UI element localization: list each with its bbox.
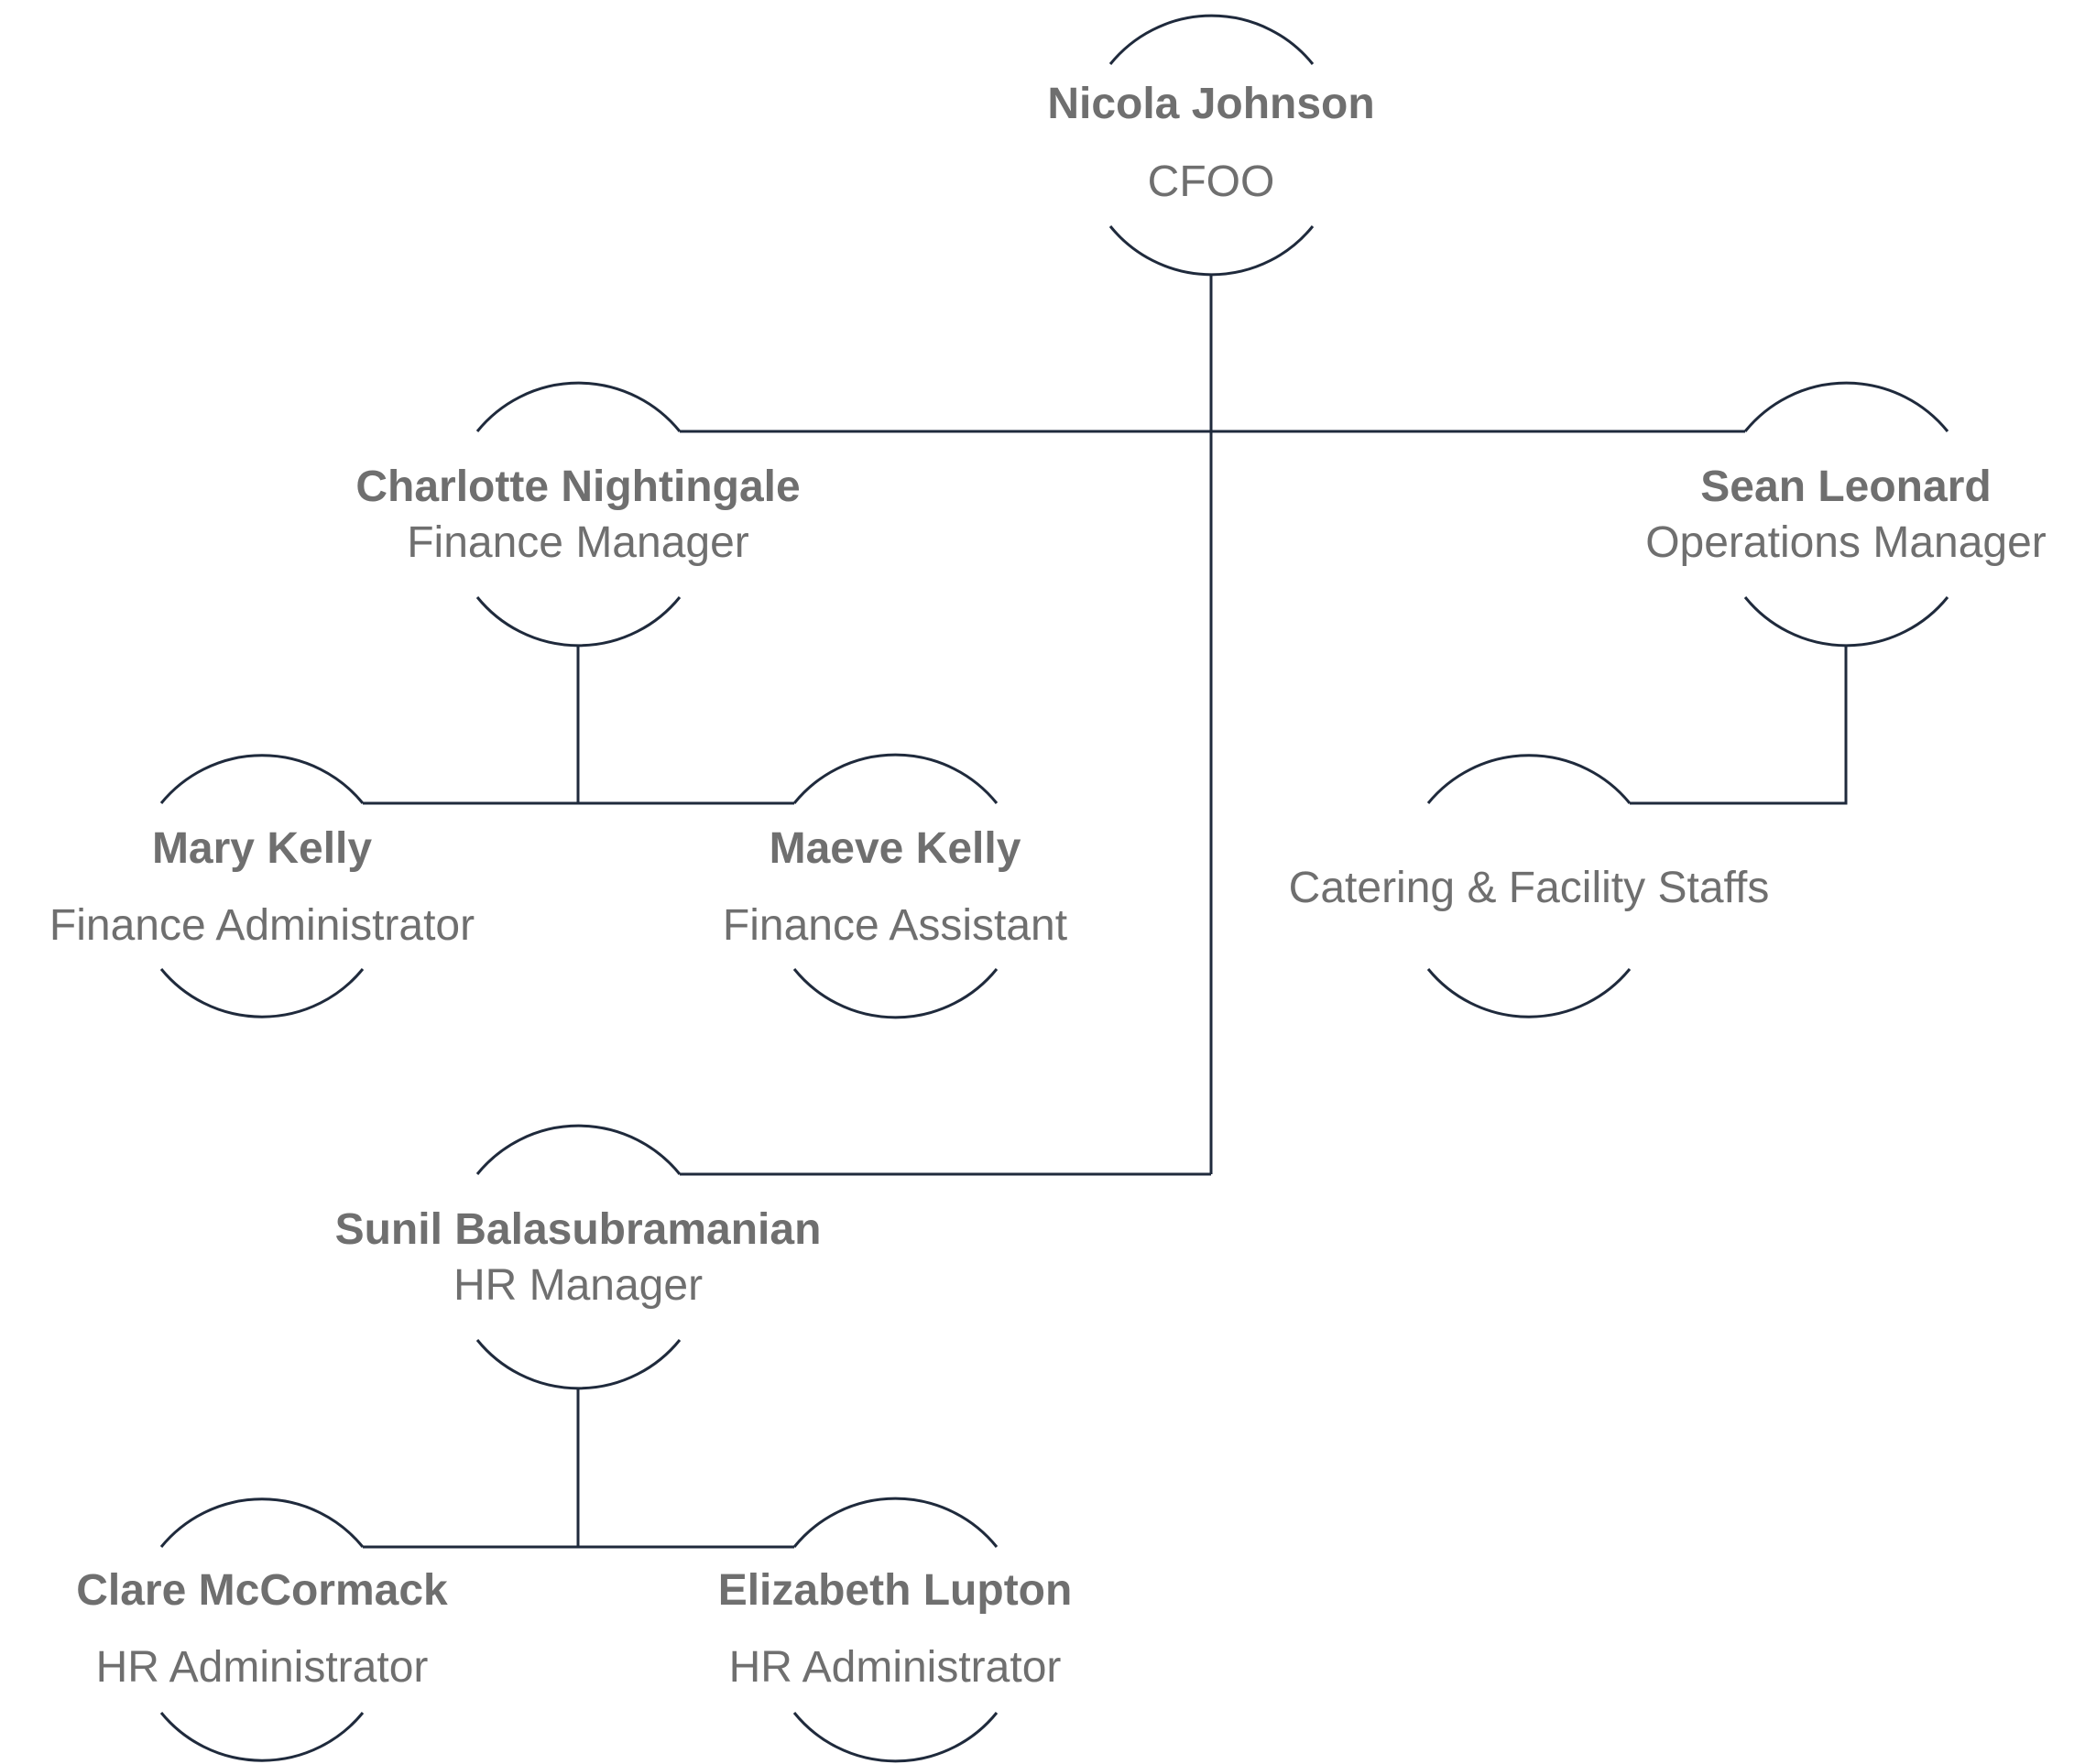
node-arc-bottom — [1108, 225, 1315, 277]
node-arc-top — [159, 1497, 365, 1548]
connector-sean-to-catering — [1630, 646, 1848, 805]
node-name: Sunil Balasubramanian — [335, 1205, 822, 1254]
node-arc-top — [792, 1497, 999, 1548]
node-maeve: Maeve Kelly Finance Assistant — [723, 753, 1067, 1019]
node-arc-top — [159, 754, 365, 804]
connectors — [363, 275, 1848, 1549]
node-mary: Mary Kelly Finance Administrator — [49, 754, 475, 1018]
node-role: Catering & Facility Staffs — [1289, 864, 1770, 912]
node-arc-bottom — [1426, 968, 1632, 1018]
node-role: HR Administrator — [729, 1643, 1062, 1692]
node-arc-bottom — [475, 596, 682, 648]
node-name: Elizabeth Lupton — [718, 1566, 1073, 1615]
node-arc-top — [475, 381, 682, 432]
node-role: Operations Manager — [1645, 518, 2047, 567]
node-role: Finance Administrator — [49, 901, 475, 950]
node-elizabeth: Elizabeth Lupton HR Administrator — [718, 1497, 1073, 1763]
node-role: CFOO — [1148, 158, 1275, 206]
node-arc-top — [475, 1124, 682, 1175]
node-arc-top — [1108, 14, 1315, 65]
node-arc-top — [792, 753, 999, 804]
node-arc-top — [1743, 381, 1949, 432]
node-charlotte: Charlotte Nightingale Finance Manager — [355, 381, 801, 648]
node-arc-bottom — [792, 1712, 999, 1763]
node-nicola: Nicola Johnson CFOO — [1047, 14, 1375, 277]
node-clare: Clare McCormack HR Administrator — [76, 1497, 448, 1762]
node-arc-bottom — [792, 968, 999, 1019]
node-arc-bottom — [1743, 596, 1949, 648]
node-role: HR Manager — [453, 1261, 703, 1310]
node-arc-bottom — [159, 968, 365, 1018]
node-name: Nicola Johnson — [1047, 80, 1374, 128]
node-arc-top — [1426, 754, 1632, 804]
node-sunil: Sunil Balasubramanian HR Manager — [335, 1124, 822, 1390]
node-role: Finance Manager — [407, 518, 749, 567]
node-arc-bottom — [475, 1339, 682, 1390]
node-role: Finance Assistant — [723, 901, 1067, 950]
node-catering: Catering & Facility Staffs — [1289, 754, 1770, 1018]
node-name: Mary Kelly — [152, 824, 372, 873]
node-name: Sean Leonard — [1700, 463, 1991, 511]
node-name: Clare McCormack — [76, 1566, 448, 1615]
node-name: Charlotte Nightingale — [355, 463, 800, 511]
node-arc-bottom — [159, 1712, 365, 1762]
node-name: Maeve Kelly — [770, 824, 1021, 873]
node-role: HR Administrator — [96, 1643, 429, 1692]
node-sean: Sean Leonard Operations Manager — [1645, 381, 2047, 648]
